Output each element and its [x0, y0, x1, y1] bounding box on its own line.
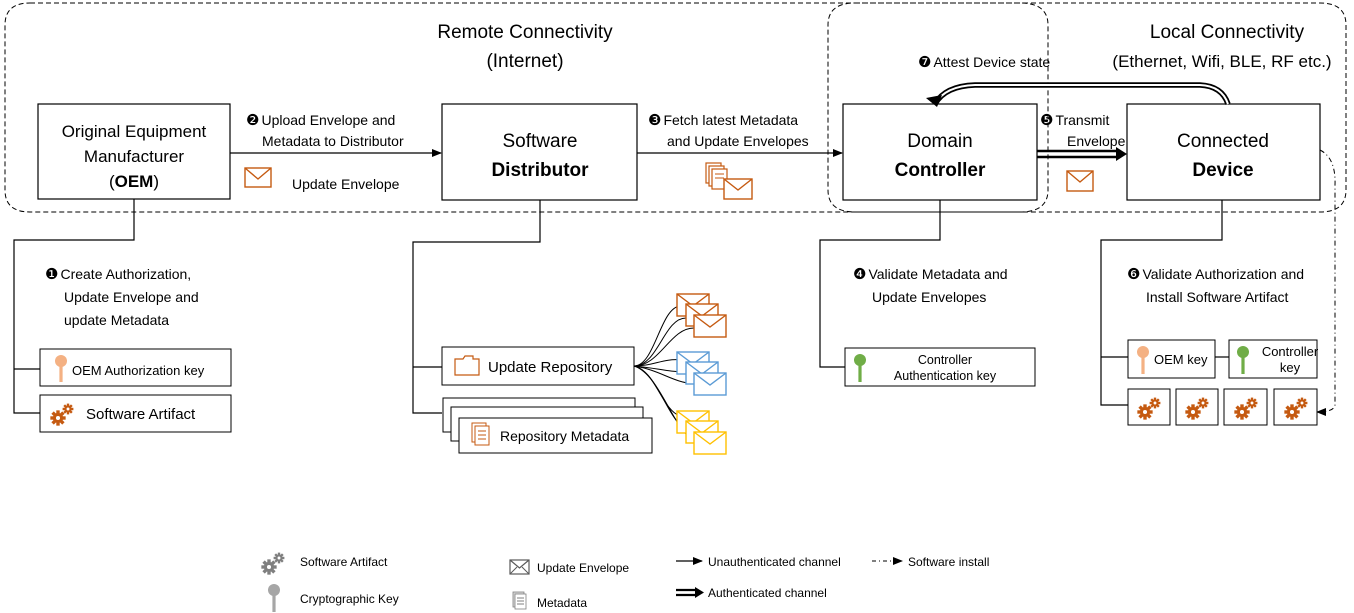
- legend-envelope-icon: [509, 559, 530, 575]
- distributor-tree-lines: [412, 200, 541, 414]
- step5-label-line2: Envelope: [1067, 133, 1126, 149]
- transmit-envelope-icon: [1066, 170, 1094, 192]
- legend-metadata-icon: [512, 591, 527, 610]
- distributor-label-line2: Distributor: [491, 160, 589, 181]
- legend-update-envelope: Update Envelope: [537, 561, 629, 575]
- remote-subtitle: (Internet): [486, 51, 563, 72]
- oem-node: [37, 103, 231, 200]
- oem-auth-key-label: OEM Authorization key: [72, 363, 205, 378]
- remote-title: Remote Connectivity: [437, 22, 613, 43]
- step1-label-line3: update Metadata: [64, 312, 169, 328]
- controller-key-icon: [1237, 346, 1249, 374]
- oem-label-line2: Manufacturer: [84, 147, 184, 166]
- envelope-icon: [244, 167, 272, 188]
- arrow-controller-to-device: [1037, 147, 1127, 161]
- device-tree-lines: [1100, 200, 1229, 406]
- update-envelope-label: Update Envelope: [292, 176, 400, 192]
- key-icon: [55, 355, 67, 382]
- legend-cryptographic-key: Cryptographic Key: [300, 592, 399, 606]
- repo-metadata-box: [458, 417, 653, 454]
- oem-label-line3: (OEM): [109, 172, 159, 191]
- repo-metadata-label: Repository Metadata: [500, 428, 629, 444]
- device-node: [1126, 103, 1321, 201]
- local-region: [827, 2, 1347, 213]
- remote-region: [4, 2, 1049, 213]
- step1-label-line2: Update Envelope and: [64, 289, 199, 305]
- controller-auth-key-label-1: Controller: [918, 353, 972, 367]
- legend: Software Artifact Cryptographic Key Upda…: [261, 552, 989, 612]
- step4-label-line2: Update Envelopes: [872, 289, 986, 305]
- gray-gear-icon: [261, 552, 285, 575]
- legend-auth-arrow: [676, 587, 704, 598]
- folder-icon: [454, 355, 480, 376]
- oem-label-line1: Original Equipment: [62, 122, 207, 141]
- controller-tree-lines: [819, 200, 941, 368]
- controller-label-line2: Controller: [895, 160, 986, 181]
- update-repository-label: Update Repository: [488, 359, 613, 376]
- controller-auth-key-box: [844, 347, 1036, 387]
- oem-auth-key-box: [39, 348, 232, 387]
- install-arrow: [1316, 149, 1336, 416]
- legend-software-install: Software install: [908, 555, 989, 569]
- controller-auth-key-label-2: Authentication key: [894, 369, 997, 383]
- local-subtitle: (Ethernet, Wifi, BLE, RF etc.): [1112, 52, 1331, 71]
- distributor-label-line1: Software: [503, 131, 578, 152]
- gray-key-icon: [268, 584, 280, 612]
- attest-channel: [926, 82, 1231, 107]
- controller-key-label-2: key: [1280, 360, 1301, 375]
- oem-key-label: OEM key: [1154, 352, 1208, 367]
- legend-software-artifact: Software Artifact: [300, 555, 388, 569]
- step6-label-line2: Install Software Artifact: [1146, 289, 1289, 305]
- blue-envelopes: [676, 351, 727, 396]
- step3-label-line2: and Update Envelopes: [667, 133, 809, 149]
- controller-label-line1: Domain: [907, 131, 972, 152]
- device-label-line1: Connected: [1177, 131, 1269, 152]
- orange-envelopes: [676, 293, 727, 338]
- metadata-envelope-icon: [705, 162, 753, 200]
- legend-authenticated: Authenticated channel: [708, 586, 827, 600]
- software-artifact-box: [39, 394, 232, 433]
- legend-unauthenticated: Unauthenticated channel: [708, 555, 841, 569]
- local-title: Local Connectivity: [1150, 22, 1305, 43]
- step2-label-line2: Metadata to Distributor: [262, 133, 404, 149]
- legend-metadata: Metadata: [537, 596, 587, 610]
- metadata-icon: [471, 422, 490, 446]
- oem-tree-lines: [13, 199, 135, 414]
- software-artifact-label: Software Artifact: [86, 406, 196, 423]
- distributor-node: [441, 103, 638, 201]
- oem-key-icon: [1137, 346, 1149, 374]
- device-label-line2: Device: [1192, 160, 1253, 181]
- yellow-envelopes: [676, 410, 727, 455]
- controller-node: [842, 103, 1038, 201]
- controller-key-label-1: Controller: [1262, 344, 1319, 359]
- green-key-icon: [854, 354, 866, 382]
